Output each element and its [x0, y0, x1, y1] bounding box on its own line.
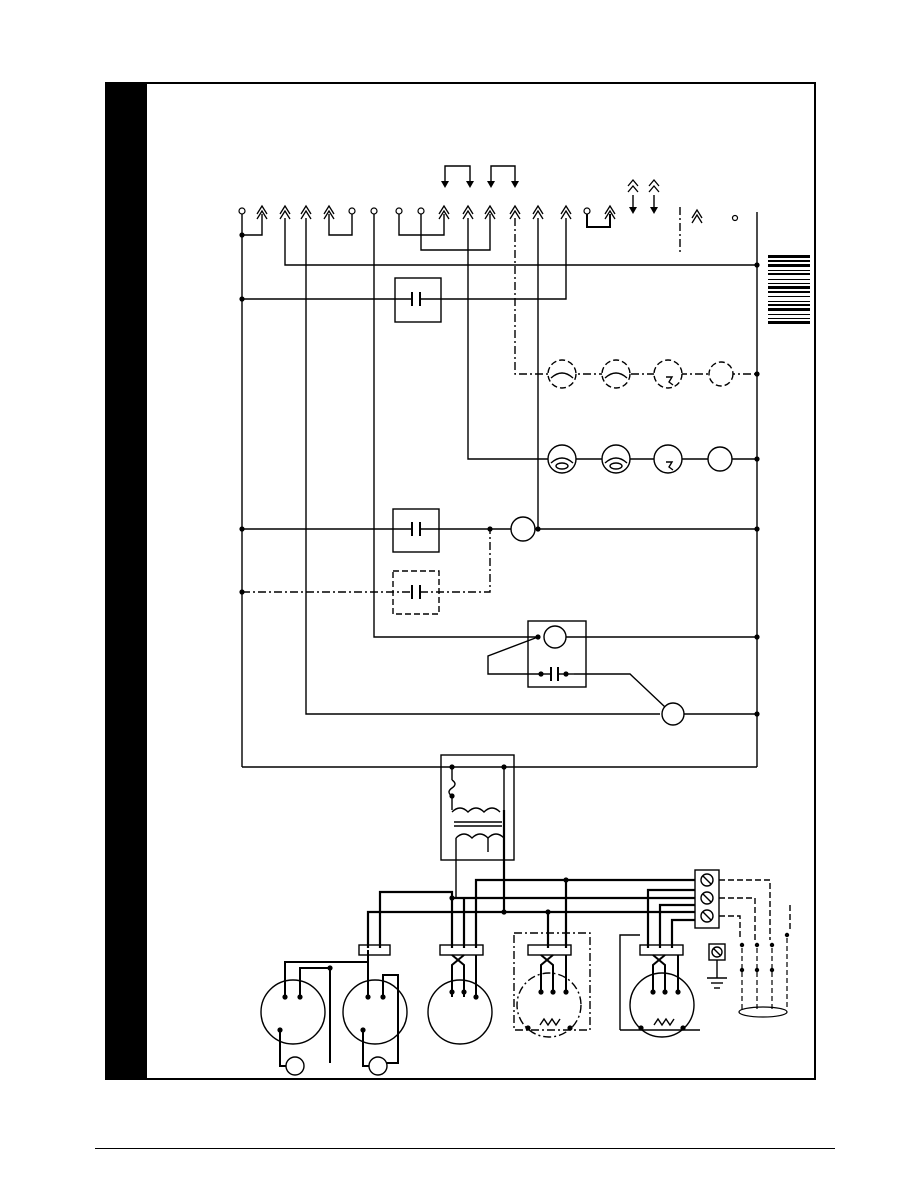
junction-dot [365, 994, 370, 999]
relay-contact-3 [242, 529, 490, 614]
junction-dot [277, 1027, 282, 1032]
left-rail [242, 235, 757, 767]
thermostat-row-solid [468, 218, 757, 473]
junction-dot [538, 671, 543, 676]
junction-dot [535, 526, 540, 531]
junction-dot [662, 989, 667, 994]
junction-dot [650, 989, 655, 994]
junction-dot [297, 994, 302, 999]
junction-dot [501, 909, 506, 914]
junction-dot [501, 764, 506, 769]
junction-dot [563, 671, 568, 676]
junction-dot [449, 989, 454, 994]
motor-relay [488, 621, 757, 725]
motors [261, 933, 700, 1075]
junction-dot [754, 262, 759, 267]
junction-dot [754, 456, 759, 461]
junction-dot [239, 296, 244, 301]
junction-dot [327, 965, 332, 970]
junction-dot [282, 994, 287, 999]
junction-dot [487, 526, 492, 531]
terminal-block [695, 870, 790, 1017]
junction-dot [380, 994, 385, 999]
junction-dot [563, 989, 568, 994]
junction-dot [754, 526, 759, 531]
thermostat-row-dashed [515, 218, 757, 388]
junction-dot [360, 1027, 365, 1032]
junction-dot [680, 1025, 685, 1030]
junction-dot [239, 526, 244, 531]
junction-dot [550, 989, 555, 994]
junction-dot [461, 989, 466, 994]
junction-dot [545, 909, 550, 914]
junction-dot [449, 793, 454, 798]
junction-dot [449, 895, 454, 900]
junction-dot [754, 371, 759, 376]
junction-dot [754, 634, 759, 639]
junction-dot [473, 994, 478, 999]
junction-dot [239, 589, 244, 594]
connectors [359, 945, 683, 955]
junction-dot [538, 989, 543, 994]
junction-dot [239, 232, 244, 237]
harness-wiring [368, 810, 695, 948]
junction-dot [449, 764, 454, 769]
relay-contact-1 [242, 218, 566, 322]
junction-dot [754, 711, 759, 716]
junction-dot [638, 1025, 643, 1030]
relay-contact-2 [242, 218, 757, 552]
junction-dot [675, 989, 680, 994]
junction-dot [563, 877, 568, 882]
junction-dot [535, 634, 540, 639]
junction-dot [567, 1025, 572, 1030]
junction-dot [525, 1025, 530, 1030]
barcode-label [768, 255, 810, 324]
